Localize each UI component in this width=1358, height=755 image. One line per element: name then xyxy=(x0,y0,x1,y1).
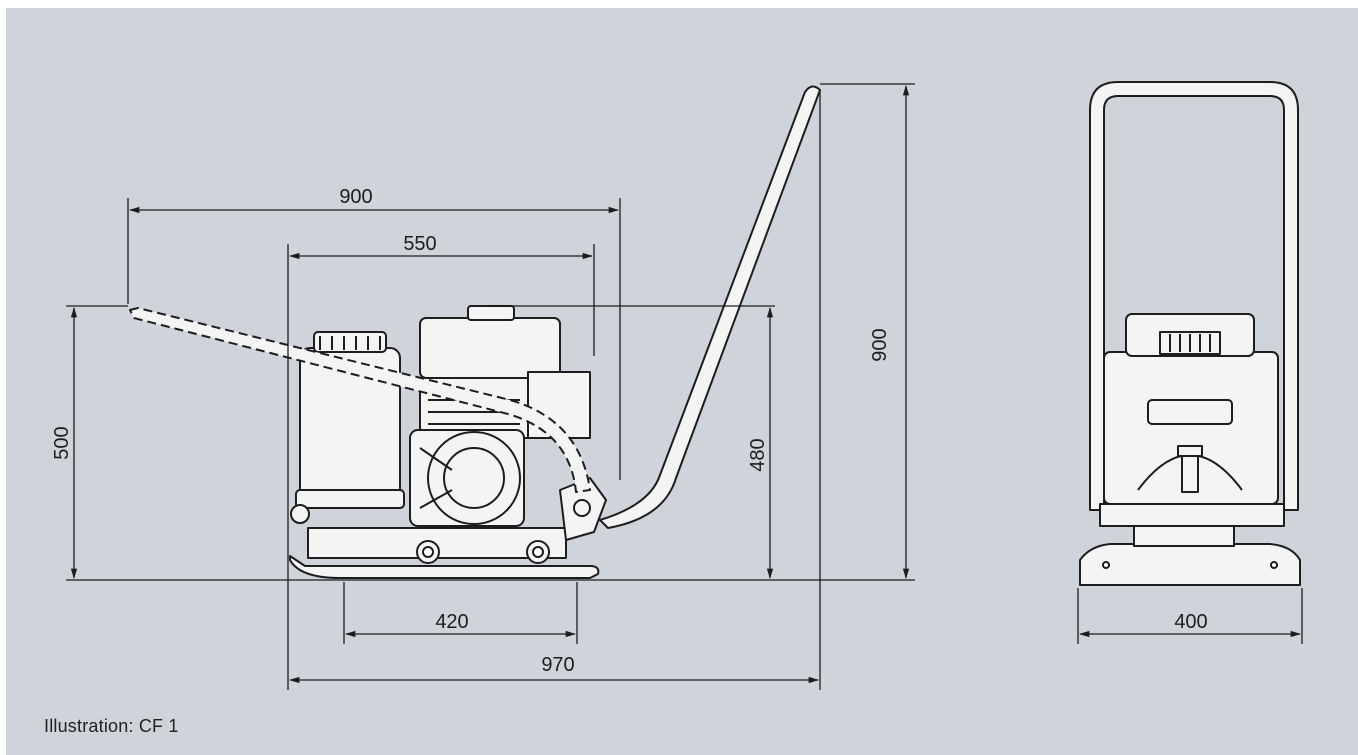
label-handle-reach: 900 xyxy=(339,186,372,208)
label-plate-width: 400 xyxy=(1174,611,1207,633)
handle-bar xyxy=(599,85,821,529)
base-plate xyxy=(289,555,600,579)
front-view xyxy=(1079,81,1301,586)
label-overall-length: 970 xyxy=(541,654,574,676)
pivot-roller xyxy=(290,504,310,524)
label-handle-height-low: 500 xyxy=(51,426,73,459)
handle-folded xyxy=(129,307,591,493)
label-overall-height: 900 xyxy=(869,328,891,361)
label-engine-width: 550 xyxy=(403,233,436,255)
air-filter xyxy=(419,317,561,379)
illustration-caption: Illustration: CF 1 xyxy=(44,716,179,736)
front-base-plate xyxy=(1079,543,1301,586)
side-view xyxy=(129,85,821,579)
label-plate-length: 420 xyxy=(435,611,468,633)
label-engine-height: 480 xyxy=(747,438,769,471)
fuel-cap xyxy=(313,331,387,353)
